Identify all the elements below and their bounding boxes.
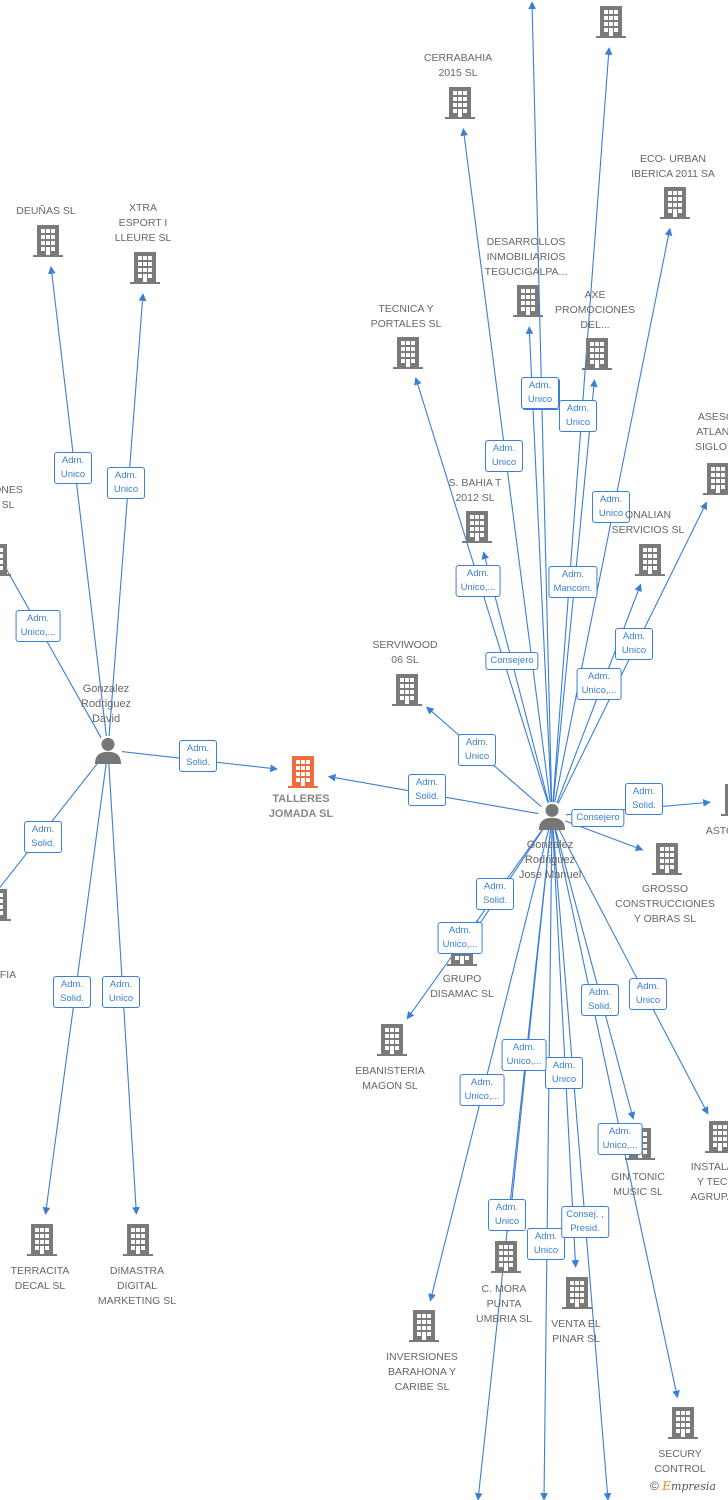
edge-label[interactable]: Adm. Unico [527,1228,565,1260]
person-icon[interactable] [538,803,566,830]
edge-label[interactable]: Adm. Mancom. [548,566,598,598]
edge-label[interactable]: Adm. Unico,... [459,1074,505,1106]
building-icon[interactable] [660,187,690,219]
person-label-david[interactable]: Gonzalez Rodriguez David [80,683,132,725]
company-label-serviwood[interactable]: SERVIWOOD 06 SL [372,639,438,666]
company-label-bahia[interactable]: S. BAHIA T 2012 SL [448,477,502,504]
company-label-inversiones[interactable]: INVERSIONES BARAHONA Y CARIBE SL [386,1351,458,1393]
edge-jose-secury [554,829,680,1399]
building-icon[interactable] [393,337,423,369]
building-icon[interactable] [377,1024,407,1056]
edge-jose-ventael [552,829,580,1268]
edge-jose-offscreen [552,829,612,1500]
edge-label[interactable]: Adm. Unico [488,1199,526,1231]
edge-label[interactable]: Adm. Solid. [581,984,619,1016]
company-label-cmora[interactable]: C. MORA PUNTA UMBRIA SL [475,1283,533,1325]
brand-logo-initial: E [662,1479,671,1493]
edge-label[interactable]: Adm. Unico,... [501,1039,547,1071]
company-label-axe[interactable]: AXE PROMOCIONES DEL... [555,289,635,331]
edge-jose-offscreen [474,829,552,1500]
edge-label[interactable]: Adm. Unico,... [597,1123,643,1155]
building-icon[interactable] [130,252,160,284]
company-label-tecnica[interactable]: TECNICA Y PORTALES SL [370,303,442,330]
building-icon[interactable] [123,1224,153,1256]
edge-david-deunas [48,266,107,737]
edge-label[interactable]: Consej. , Presid. [561,1206,609,1238]
company-label-dimastra[interactable]: DIMASTRA DIGITAL MARKETING SL [97,1265,177,1307]
company-label-ones[interactable]: ONES SL [0,484,23,511]
company-label-asesor[interactable]: ASESO ATLANT SIGLO X [694,411,728,453]
edge-label[interactable]: Adm. Unico,... [437,922,483,954]
company-label-grosso[interactable]: GROSSO CONSTRUCCIONES Y OBRAS SL [615,883,715,925]
edge-label[interactable]: Adm. Unico [54,452,92,484]
company-label-fia[interactable]: FIA [0,969,17,981]
company-label-gintonic[interactable]: GIN TONIC MUSIC SL [611,1171,665,1198]
edge-jose-offscreen [540,829,553,1500]
building-icon[interactable] [703,463,728,495]
edge-label[interactable]: Adm. Unico [102,976,140,1008]
edge-jose-inversiones [428,829,550,1302]
edge-label[interactable]: Adm. Solid. [24,821,62,853]
edge-label[interactable]: Adm. Unico [458,734,496,766]
person-label-jose[interactable]: Gonzalez Rodriguez Jose Manuel [518,839,582,881]
building-icon[interactable] [635,544,665,576]
edge-label[interactable]: Adm. Unico [592,491,630,523]
edge-label[interactable]: Consejero [485,652,539,670]
building-icon[interactable] [668,1407,698,1439]
building-icon[interactable] [705,1121,728,1153]
building-icon[interactable] [652,843,682,875]
company-label-deunas[interactable]: DEUÑAS SL [16,205,76,217]
edge-label[interactable]: Adm. Solid. [53,976,91,1008]
building-icon[interactable] [721,784,728,816]
edge-label[interactable]: Adm. Solid. [476,878,514,910]
company-label-xtra[interactable]: XTRA ESPORT I LLEURE SL [114,202,172,244]
company-label-nalian[interactable]: ONALIAN SERVICIOS SL [611,509,685,536]
building-icon[interactable] [0,544,11,576]
edge-label[interactable]: Adm. Unico [629,978,667,1010]
edge-label[interactable]: Adm. Unico [521,377,559,409]
building-icon[interactable] [462,511,492,543]
edge-label[interactable]: Adm. Unico [559,400,597,432]
company-label-secury[interactable]: SECURY CONTROL [654,1448,706,1475]
copyright-symbol: © [650,1479,659,1493]
edge-label[interactable]: Adm. Unico [485,440,523,472]
company-label-ebanisteria[interactable]: EBANISTERIA MAGON SL [355,1065,425,1092]
company-label-ventael[interactable]: VENTA EL PINAR SL [551,1318,601,1345]
company-label-cerrabahia[interactable]: CERRABAHIA 2015 SL [423,52,493,79]
company-label-terracita[interactable]: TERRACITA DECAL SL [10,1265,70,1292]
edge-label[interactable]: Adm. Unico [107,467,145,499]
edge-label[interactable]: Adm. Solid. [408,774,446,806]
company-label-eco[interactable]: ECO- URBAN IBERICA 2011 SA [631,153,715,180]
building-icon[interactable] [445,87,475,119]
company-label-asto[interactable]: ASTO [705,825,728,837]
edge-label[interactable]: Adm. Solid. [625,783,663,815]
main-company-building-icon[interactable] [288,756,318,788]
building-icon[interactable] [409,1310,439,1342]
edge-label[interactable]: Adm. Solid. [179,740,217,772]
footer-credit: © Empresia [650,1479,716,1493]
building-icon[interactable] [491,1241,521,1273]
edge-label[interactable]: Adm. Unico,... [455,565,501,597]
edge-david-xtra [108,293,147,737]
building-icon[interactable] [33,225,63,257]
building-icon[interactable] [596,6,626,38]
brand-logo-text: mpresia [670,1480,716,1493]
company-label-desarrollos[interactable]: DESARROLLOS INMOBILIARIOS TEGUCIGALPA... [484,236,568,278]
edge-label[interactable]: Consejero [571,809,625,827]
building-icon[interactable] [27,1224,57,1256]
main-company-label[interactable]: TALLERES JOMADA SL [268,793,334,820]
building-icon[interactable] [392,674,422,706]
company-label-instalac[interactable]: INSTALAC Y TECN AGRUPAD [690,1161,728,1203]
edge-jose-instalac [558,828,709,1115]
edge-label[interactable]: Adm. Unico,... [576,668,622,700]
edge-label[interactable]: Adm. Unico [615,628,653,660]
edge-jose-gintonic [555,829,636,1120]
company-label-disamac[interactable]: GRUPO DISAMAC SL [430,973,494,1000]
edge-label[interactable]: Adm. Unico [545,1057,583,1089]
building-icon[interactable] [0,889,11,921]
person-icon[interactable] [94,737,122,764]
building-icon[interactable] [582,338,612,370]
edge-label[interactable]: Adm. Unico,... [15,610,61,642]
